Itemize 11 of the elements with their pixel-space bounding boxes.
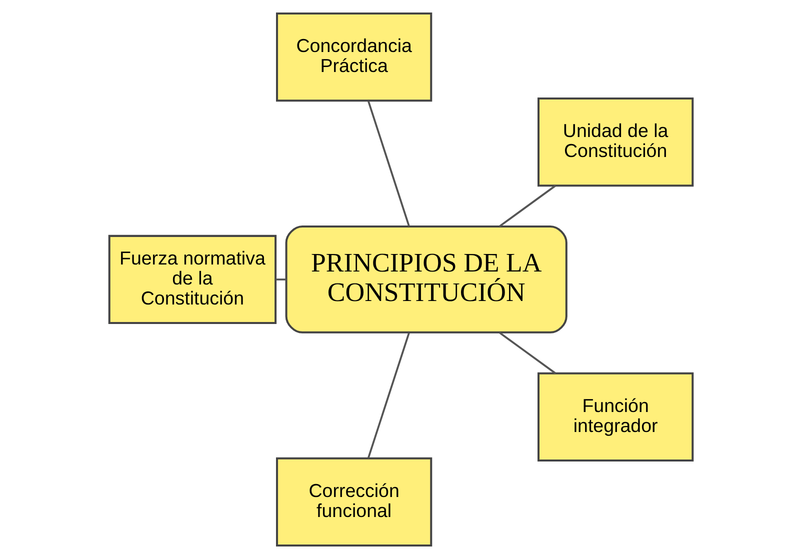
connector [366,332,410,458]
node-box: PRINCIPIOS DE LA CONSTITUCIÓN [284,226,567,334]
node-box: Fuerza normativa de la Constitución [108,234,276,324]
connector [498,332,556,374]
node-box: Unidad de la Constitución [537,97,694,187]
node-box: Corrección funcional [276,457,432,546]
connector [366,100,410,227]
connector [498,184,556,228]
node-box: Concordancia Práctica [276,12,432,102]
connector [275,278,286,280]
node-box: Función integrador [537,372,694,462]
